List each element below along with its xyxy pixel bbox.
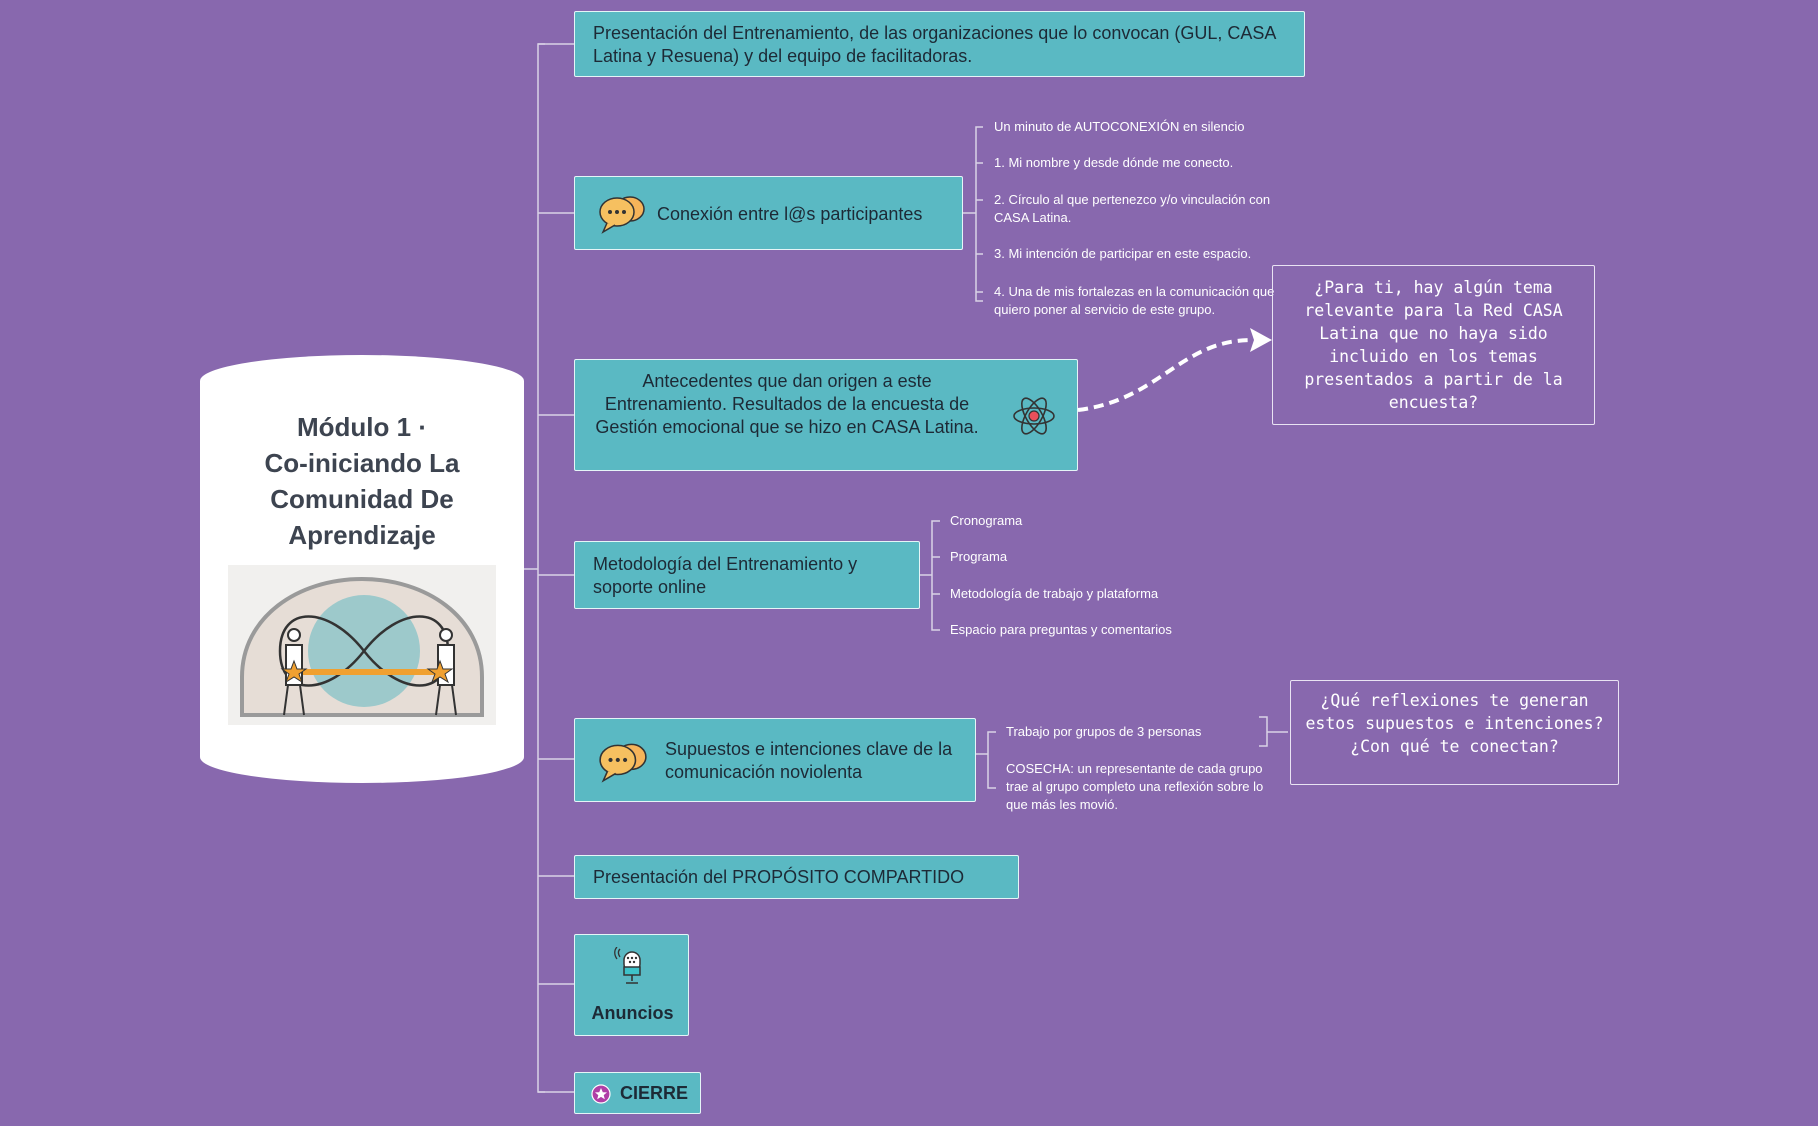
topic-label: Supuestos e intenciones clave de la comu… (665, 739, 953, 782)
spine-line (537, 43, 545, 1093)
subtopic-programa[interactable]: Programa (950, 549, 1008, 564)
topic-label: Presentación del Entrenamiento, de las o… (593, 23, 1276, 66)
topic-presentacion[interactable]: Presentación del Entrenamiento, de las o… (574, 11, 1305, 77)
subtopic-autoconexion[interactable]: Un minuto de AUTOCONEXIÓN en silencio (994, 119, 1245, 134)
subtopic-intencion[interactable]: 3. Mi intención de participar en este es… (994, 246, 1252, 261)
callout-text: ¿Para ti, hay algún tema relevante para … (1304, 278, 1563, 412)
chat-bubbles-icon (597, 739, 649, 789)
subtopic-trabajo-grupos[interactable]: Trabajo por grupos de 3 personas (1006, 724, 1202, 739)
central-title: Módulo 1 · Co-iniciando La Comunidad De … (200, 409, 524, 553)
chat-bubbles-icon (597, 192, 647, 240)
question-callout-tema[interactable]: ¿Para ti, hay algún tema relevante para … (1272, 265, 1595, 425)
topic-proposito[interactable]: Presentación del PROPÓSITO COMPARTIDO (574, 855, 1019, 899)
topic-conexion[interactable]: Conexión entre l@s participantes (574, 176, 963, 250)
topic-label: Conexión entre l@s participantes (657, 204, 923, 224)
relationship-arrowhead (1250, 328, 1272, 352)
central-title-line: Aprendizaje (288, 520, 436, 550)
subtopic-bracket-metodologia (920, 520, 940, 631)
topic-anuncios[interactable]: Anuncios (574, 934, 689, 1036)
central-title-line: Co-iniciando La (264, 448, 460, 478)
subtopic-bracket-conexion (963, 126, 983, 302)
microphone-icon (613, 946, 651, 997)
topic-cierre[interactable]: CIERRE (574, 1072, 701, 1114)
central-topic[interactable]: Módulo 1 · Co-iniciando La Comunidad De … (200, 355, 524, 783)
topic-label: Anuncios (591, 1003, 674, 1023)
topic-metodologia[interactable]: Metodología del Entrenamiento y soporte … (574, 541, 920, 609)
infinity-illustration (228, 565, 496, 725)
central-title-line: Módulo 1 · (297, 412, 427, 442)
subtopic-nombre[interactable]: 1. Mi nombre y desde dónde me conecto. (994, 155, 1234, 170)
topic-label: Antecedentes que dan origen a este Entre… (595, 371, 979, 437)
central-title-line: Comunidad De (270, 484, 454, 514)
topic-antecedentes[interactable]: Antecedentes que dan origen a este Entre… (574, 359, 1078, 471)
subtopic-cronograma[interactable]: Cronograma (950, 513, 1023, 528)
summary-bracket (1259, 716, 1288, 747)
topic-supuestos[interactable]: Supuestos e intenciones clave de la comu… (574, 718, 976, 802)
atom-icon (1011, 393, 1057, 445)
topic-label: Metodología del Entrenamiento y soporte … (593, 554, 858, 597)
callout-text: ¿Qué reflexiones te generan estos supues… (1305, 691, 1604, 756)
subtopic-espacio-preguntas[interactable]: Espacio para preguntas y comentarios (950, 622, 1172, 637)
star-badge-icon (591, 1084, 611, 1110)
relationship-arrow (1077, 338, 1253, 412)
subtopic-cosecha[interactable]: COSECHA: un representante de cada grupo … (1006, 761, 1264, 812)
subtopic-bracket-supuestos (976, 731, 996, 789)
topic-label: CIERRE (620, 1083, 689, 1103)
subtopic-fortalezas[interactable]: 4. Una de mis fortalezas en la comunicac… (994, 284, 1275, 317)
infinity-illustration-icon (240, 576, 484, 717)
question-callout-reflexiones[interactable]: ¿Qué reflexiones te generan estos supues… (1290, 680, 1619, 785)
topic-label: Presentación del PROPÓSITO COMPARTIDO (593, 867, 965, 887)
subtopic-circulo[interactable]: 2. Círculo al que pertenezco y/o vincula… (994, 192, 1271, 225)
subtopic-metodologia-trabajo[interactable]: Metodología de trabajo y plataforma (950, 586, 1159, 601)
